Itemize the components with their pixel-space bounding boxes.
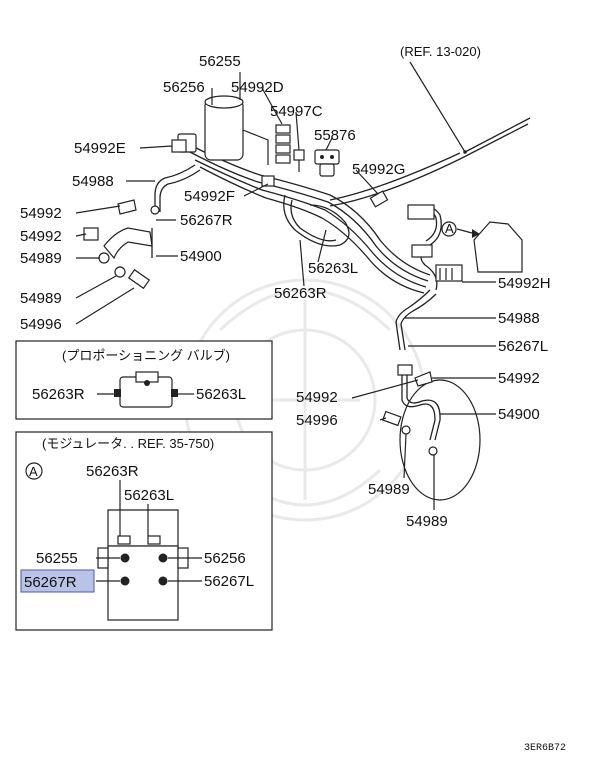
hose-54900-left: [103, 205, 160, 260]
label-54992-b: 54992: [20, 228, 62, 245]
modulator-circle-a: A: [29, 464, 38, 479]
mod-label-56263r: 56263R: [86, 463, 139, 480]
clip-54992f: [261, 175, 275, 187]
label-54992e: 54992E: [74, 140, 126, 157]
label-56256: 56256: [163, 79, 205, 96]
mod-label-56267l: 56267L: [204, 573, 254, 590]
label-56267r-a: 56267R: [180, 212, 233, 229]
modulator-ref: (モジュレータ. . REF. 35-750): [42, 436, 214, 451]
hose-54900-right: [382, 364, 481, 501]
valve-label-56263r: 56263R: [32, 386, 85, 403]
label-54992-c: 54992: [296, 389, 338, 406]
label-54900-b: 54900: [498, 406, 540, 423]
label-54989-a: 54989: [20, 250, 62, 267]
label-54992g: 54992G: [352, 161, 405, 178]
ref-leader-dot: [463, 150, 467, 154]
washer-54989-b: [114, 266, 126, 278]
highlight-56267r: [20, 569, 95, 593]
ref-leader: [409, 61, 466, 153]
label-54988-b: 54988: [498, 310, 540, 327]
label-56263l-a: 56263L: [308, 260, 358, 277]
master-cylinder: [177, 95, 269, 165]
label-54992-a: 54992: [20, 205, 62, 222]
label-54996-a: 54996: [20, 316, 62, 333]
joint-55876: [314, 149, 340, 177]
label-54989-c: 54989: [368, 481, 410, 498]
label-54992-d: 54992: [498, 370, 540, 387]
label-54992f: 54992F: [184, 188, 235, 205]
label-56267l-a: 56267L: [498, 338, 548, 355]
ref-main-label: (REF. 13-020): [400, 44, 481, 59]
mod-label-56267r: 56267R: [24, 574, 77, 591]
modulator-box: (モジュレータ. . REF. 35-750) A 56263R 56263L …: [15, 431, 273, 631]
bolt-54997c: [293, 149, 305, 172]
proportioning-valve-box: (プロポーショニング バルブ) 56263R 56263L: [15, 340, 273, 420]
mod-label-56255: 56255: [36, 550, 78, 567]
label-55876: 55876: [314, 127, 356, 144]
mod-label-56263l: 56263L: [124, 487, 174, 504]
label-54900-a: 54900: [180, 248, 222, 265]
circle-a-label: A: [445, 221, 454, 236]
footer-code: 3ER6B72: [524, 743, 566, 754]
label-54989-d: 54989: [406, 513, 448, 530]
washer-54989-a: [98, 252, 110, 264]
bolt-54996-a: [127, 268, 151, 290]
clip-stack-54992d: [275, 124, 291, 164]
leader-lines: [75, 72, 496, 510]
label-54997c: 54997C: [270, 103, 323, 120]
valve-label-56263l: 56263L: [196, 386, 246, 403]
brake-pipes: [154, 117, 531, 351]
label-54996-b: 54996: [296, 412, 338, 429]
bracket-54992-left: [83, 199, 137, 241]
label-56255: 56255: [199, 53, 241, 70]
label-54988-a: 54988: [72, 173, 114, 190]
label-56263r-a: 56263R: [274, 285, 327, 302]
label-54989-b: 54989: [20, 290, 62, 307]
label-54992h: 54992H: [498, 275, 551, 292]
right-connector-block: [407, 204, 463, 282]
clip-54992e: [171, 139, 187, 153]
label-54992d: 54992D: [231, 79, 284, 96]
bracket-a-ref: A: [441, 221, 523, 273]
valve-title: (プロポーショニング バルブ): [62, 348, 230, 363]
mod-label-56256: 56256: [204, 550, 246, 567]
clip-54992g: [369, 190, 389, 208]
